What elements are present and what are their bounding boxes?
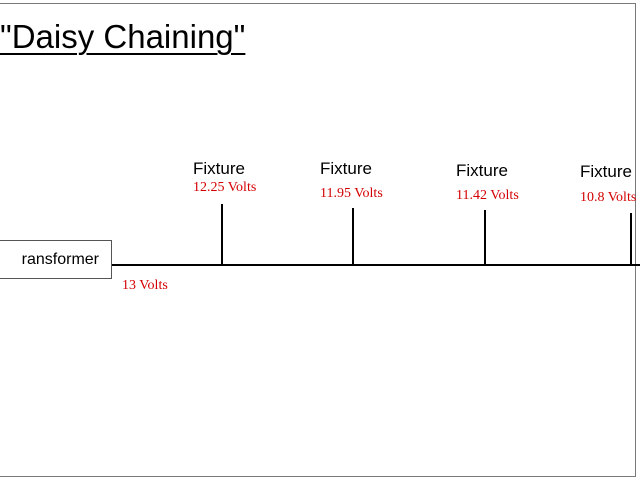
fixture-3-drop-wire [484,210,486,266]
main-wire [112,264,640,266]
fixture-1-drop-wire [221,204,223,266]
frame-border-bottom [0,476,636,477]
transformer-box: ransformer [0,240,112,279]
transformer-voltage-label: 13 Volts [122,278,168,293]
diagram-title: "Daisy Chaining" [0,18,246,55]
fixture-1-label: Fixture [193,159,245,178]
fixture-3-voltage-label: 11.42 Volts [456,188,519,203]
frame-border-top [0,3,636,4]
transformer-label: ransformer [21,250,99,268]
fixture-1-voltage-label: 12.25 Volts [193,180,257,195]
fixture-3-label: Fixture [456,161,508,180]
fixture-4-voltage-label: 10.8 Volts [580,190,637,205]
fixture-4-label: Fixture [580,162,632,181]
fixture-4-drop-wire [630,213,632,266]
frame-border-right [635,3,636,477]
fixture-2-voltage-label: 11.95 Volts [320,186,383,201]
fixture-2-label: Fixture [320,159,372,178]
fixture-2-drop-wire [352,208,354,266]
